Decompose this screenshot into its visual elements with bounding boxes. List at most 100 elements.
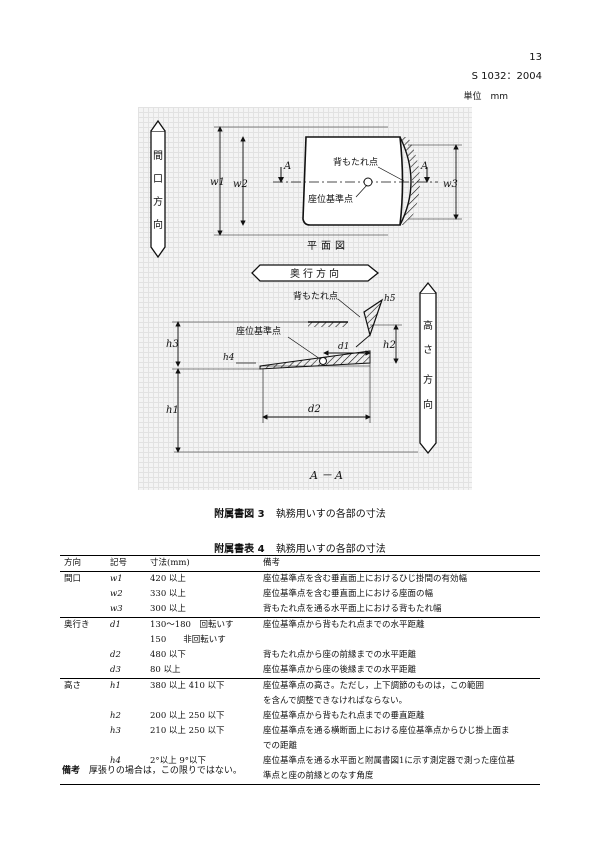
- cell-symbol: h3: [110, 726, 121, 736]
- cell-direction: [60, 633, 106, 648]
- figure-caption-prefix: 附属書図 3: [214, 509, 265, 520]
- cell-symbol: h1: [110, 681, 121, 691]
- table-row: d3 80 以上 座位基準点から座の後縁までの水平距離: [60, 663, 540, 679]
- cell-dimension: 300 以上: [150, 604, 186, 614]
- cell-dimension: 2°以上 9°以下: [150, 756, 207, 766]
- remarks-text: 厚張りの場合は，この限りではない。: [88, 766, 242, 776]
- w2-label: w2: [233, 179, 248, 190]
- cell-dimension: 480 以下: [150, 650, 186, 660]
- cell-dimension: 80 以上: [150, 665, 181, 675]
- h1-label: h1: [166, 405, 179, 416]
- cell-remarks: 座位基準点から背もたれ点までの垂直距離: [263, 711, 425, 721]
- cell-symbol: [106, 633, 146, 648]
- standard-number: S 1032：2004: [471, 71, 542, 82]
- cell-direction: [60, 663, 106, 679]
- cell-dimension: 130～180 回転いす: [150, 620, 234, 630]
- cell-symbol: d1: [110, 620, 121, 630]
- cell-direction: 奥行き: [64, 620, 90, 630]
- table-caption: 附属書表 4 執務用いすの各部の寸法: [0, 540, 600, 555]
- table-row: d2 480 以下 背もたれ点から座の前縁までの水平距離: [60, 648, 540, 663]
- cell-dimension: [146, 694, 259, 709]
- cell-remarks: 座位基準点から座の後縁までの水平距離: [263, 665, 417, 675]
- table-caption-prefix: 附属書表 4: [214, 544, 265, 555]
- cell-remarks: 座位基準点の高さ。ただし，上下調節のものは，この範囲: [263, 681, 485, 691]
- width-direction-banner: [150, 119, 166, 259]
- cell-direction: [60, 724, 106, 739]
- cell-remarks: 準点と座の前縁とのなす角度: [263, 771, 374, 781]
- height-dir-char3: 方: [423, 373, 433, 386]
- cell-remarks: 座位基準点を含む垂直面上における座面の幅: [263, 589, 434, 599]
- header-symbol: 記号: [110, 558, 128, 568]
- seat-plan-outline: [302, 136, 404, 226]
- table-header-row: 方向 記号 寸法(mm) 備考: [60, 555, 540, 572]
- plan-view-title: 平面図: [307, 240, 349, 252]
- cell-remarks: 座位基準点を含む垂直面上におけるひじ掛間の有効幅: [263, 574, 468, 584]
- cell-remarks: 座位基準点を通る水平面と附属書図1に示す測定器で測った座位基: [263, 756, 515, 766]
- cell-direction: [60, 694, 106, 709]
- w1-label: w1: [210, 177, 225, 188]
- cell-remarks: 背もたれ点を通る水平面上における背もたれ幅: [263, 604, 442, 614]
- d1-label: d1: [338, 342, 350, 352]
- section-marker-left: A: [283, 161, 291, 172]
- figure-caption: 附属書図 3 執務用いすの各部の寸法: [0, 505, 600, 520]
- figure-caption-text: 執務用いすの各部の寸法: [275, 509, 386, 520]
- section-marker-right: A: [420, 161, 428, 172]
- unit-label: 単位 mm: [463, 92, 508, 102]
- table-row: 150 非回転いす: [60, 633, 540, 648]
- cell-direction: [60, 587, 106, 602]
- cell-symbol: d2: [110, 650, 121, 660]
- width-dir-char1: 間: [153, 150, 163, 162]
- height-dir-char1: 高: [423, 319, 433, 332]
- table-row: 奥行き d1 130～180 回転いす 座位基準点から背もたれ点までの水平距離: [60, 617, 540, 634]
- width-dir-char2: 口: [153, 174, 163, 185]
- header-dimension: 寸法(mm): [150, 558, 190, 568]
- section-title: A－A: [309, 469, 346, 482]
- cell-symbol: [106, 694, 146, 709]
- cell-symbol: w2: [110, 589, 123, 599]
- cell-direction: 間口: [64, 574, 82, 584]
- h4-label: h4: [223, 353, 235, 363]
- cell-direction: [60, 602, 106, 618]
- cell-symbol: [106, 739, 146, 754]
- d2-label: d2: [308, 404, 321, 415]
- h5-label: h5: [384, 294, 396, 304]
- table-row: を含んで調整できなければならない。: [60, 694, 540, 709]
- cell-direction: [60, 739, 106, 754]
- cell-dimension: [146, 739, 259, 754]
- cell-remarks: での距離: [263, 741, 298, 751]
- cell-remarks: 背もたれ点から座の前縁までの水平距離: [263, 650, 417, 660]
- cell-direction: 高さ: [64, 681, 82, 691]
- cell-dimension: 210 以上 250 以下: [150, 726, 225, 736]
- cell-symbol: h2: [110, 711, 121, 721]
- page-number: 13: [529, 52, 542, 63]
- cell-symbol: d3: [110, 665, 121, 675]
- header-direction: 方向: [64, 558, 82, 568]
- height-direction-banner: [419, 281, 437, 455]
- cell-remarks: [259, 633, 540, 648]
- remarks-note: 備考 厚張りの場合は，この限りではない。: [62, 763, 242, 776]
- width-dir-char4: 向: [153, 218, 163, 231]
- table-row: 準点と座の前縁とのなす角度: [60, 769, 540, 785]
- cell-remarks: 座位基準点から背もたれ点までの水平距離: [263, 620, 425, 630]
- cell-symbol: w1: [110, 574, 123, 584]
- depth-direction-banner: [251, 264, 380, 282]
- h3-label: h3: [166, 339, 179, 350]
- height-dir-char2: さ: [423, 344, 433, 356]
- cell-symbol: h4: [110, 756, 121, 766]
- backrest-point-label-section: 背もたれ点: [293, 290, 338, 302]
- backrest-point-label-plan: 背もたれ点: [333, 156, 378, 168]
- cell-remarks: を含んで調整できなければならない。: [263, 696, 408, 706]
- w3-label: w3: [443, 179, 458, 190]
- height-dir-char4: 向: [423, 398, 433, 411]
- dimension-figure: 間 口 方 向 w1 w2 A A 背もたれ点 座位基準点 w3 平面図: [138, 107, 472, 490]
- h2-label: h2: [383, 340, 396, 351]
- cell-dimension: 150 非回転いす: [150, 635, 226, 645]
- remarks-label: 備考: [62, 766, 81, 776]
- table-row: h4 2°以上 9°以下 座位基準点を通る水平面と附属書図1に示す測定器で測った座位…: [60, 754, 540, 769]
